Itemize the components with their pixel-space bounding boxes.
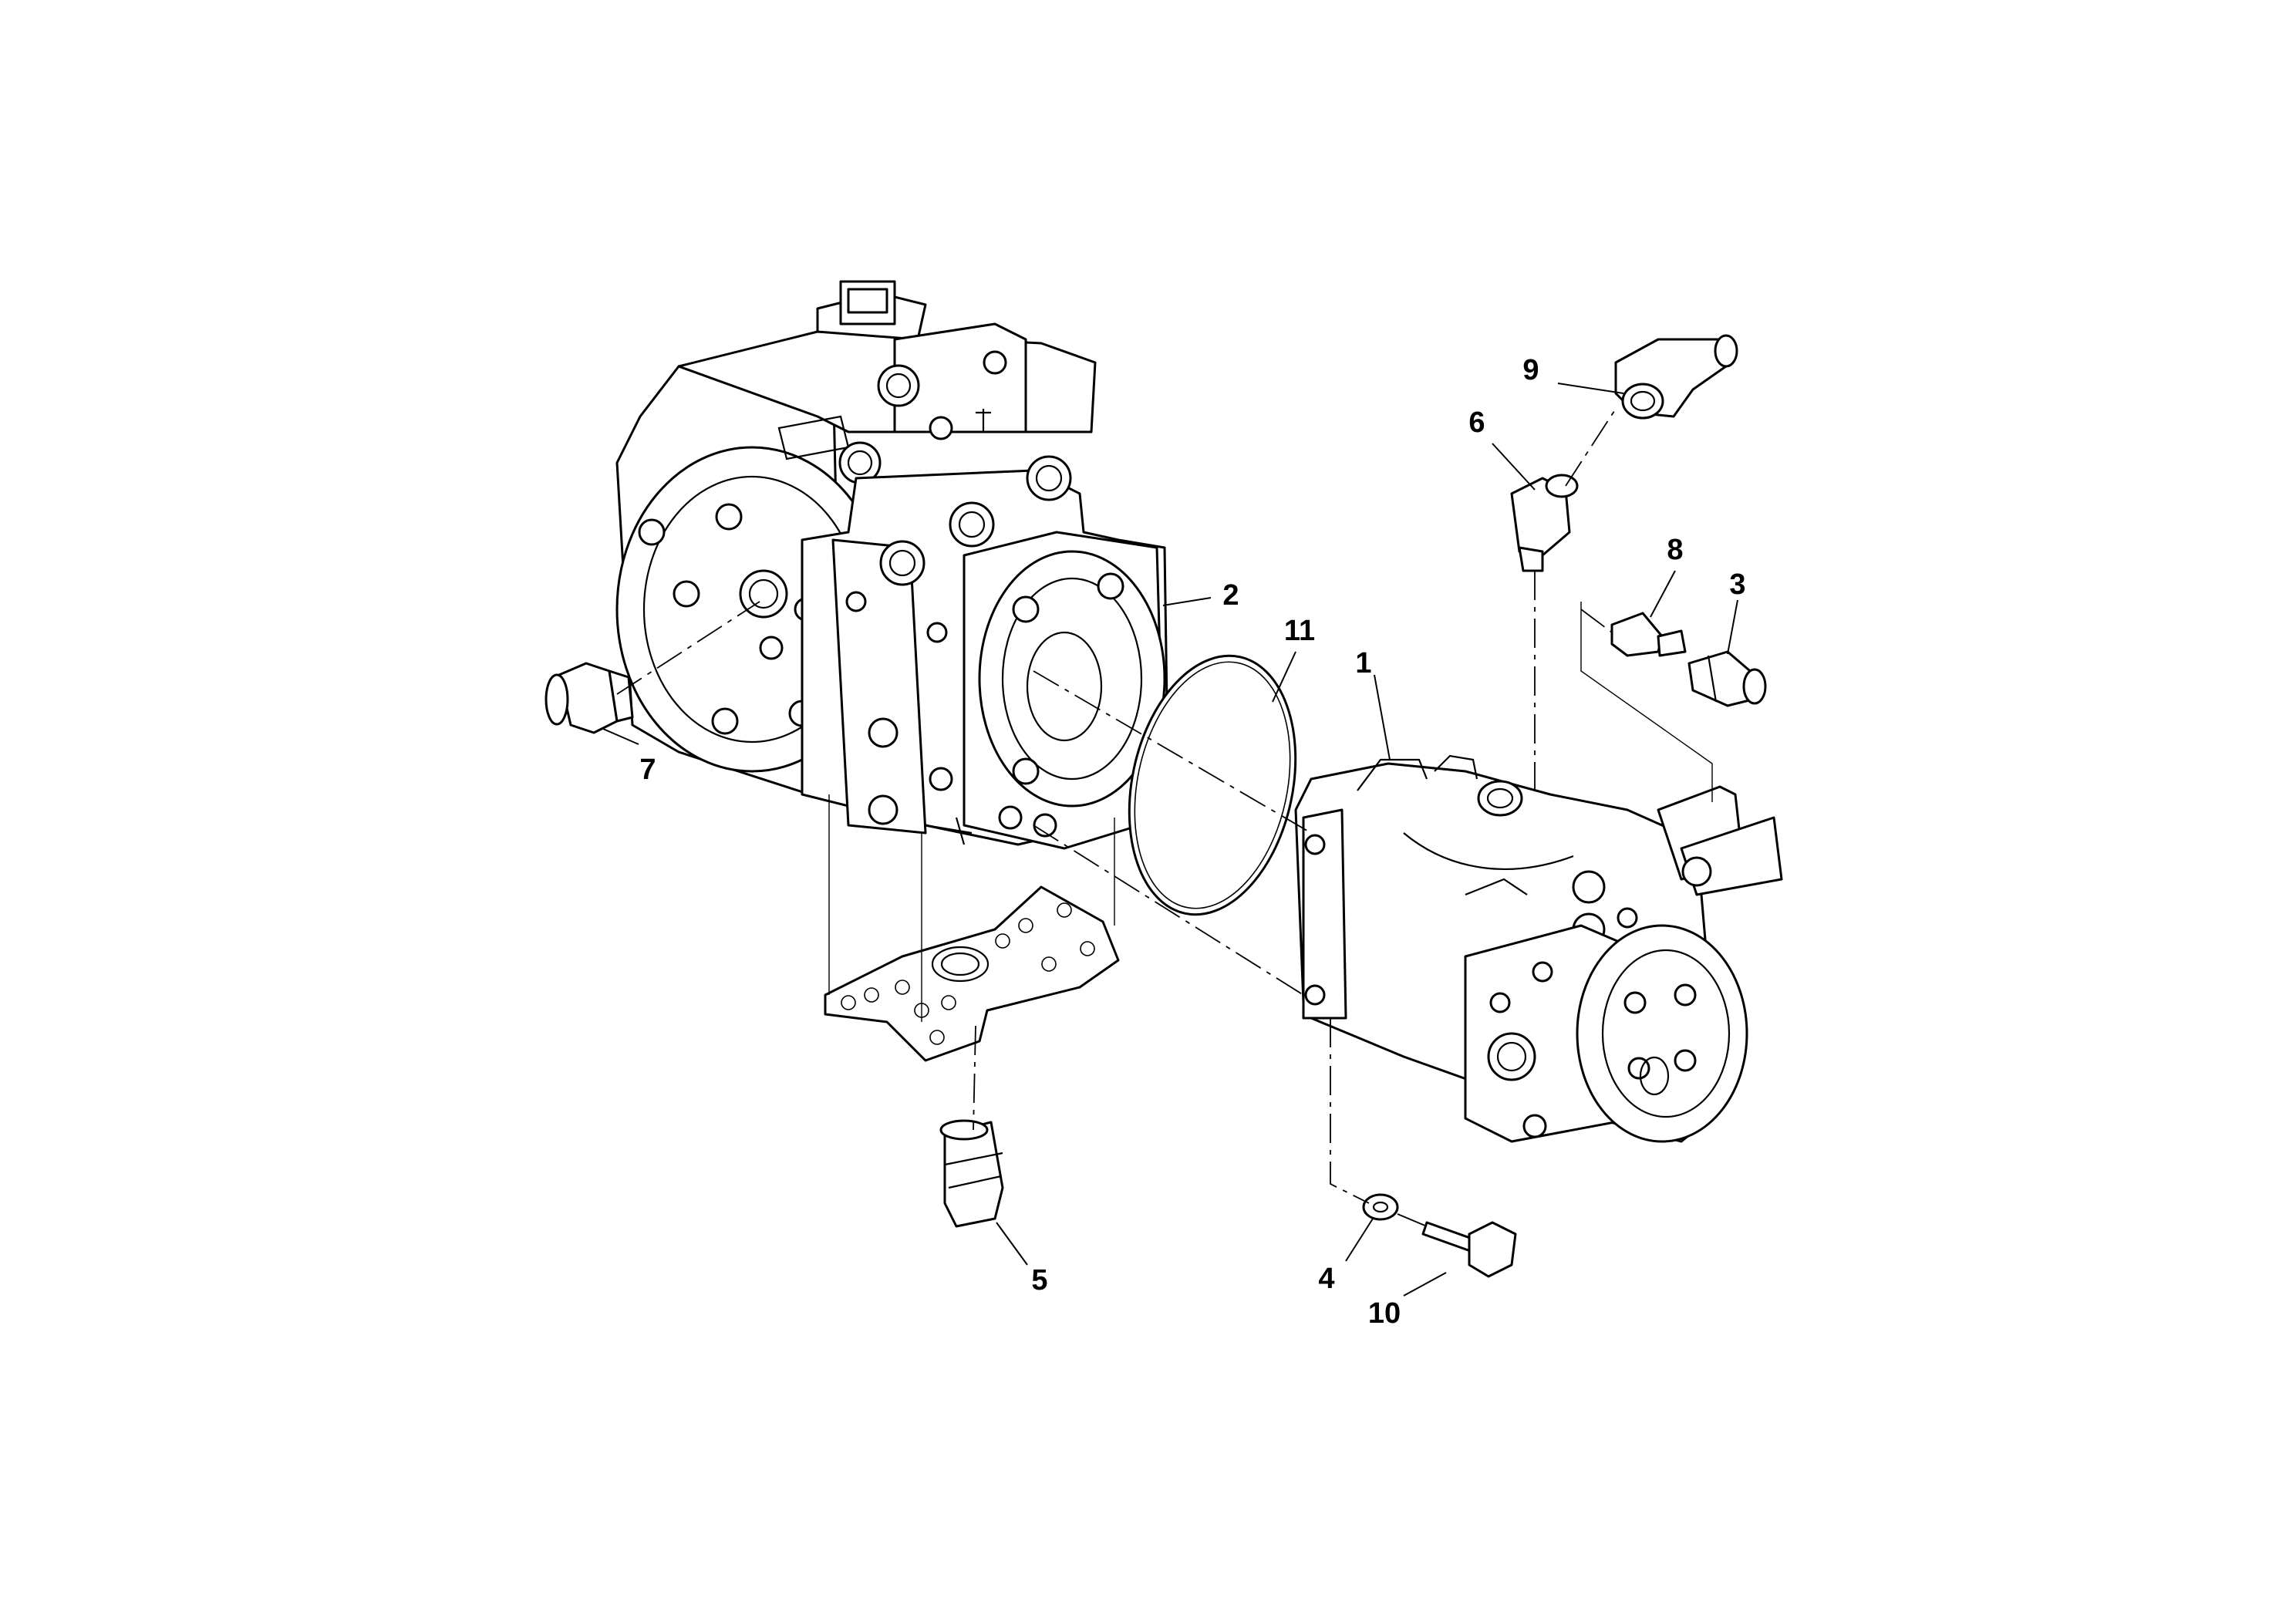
assembly-centerlines (616, 408, 1713, 1227)
callout-10: 10 (1368, 1297, 1401, 1330)
callout-1: 1 (1355, 647, 1371, 679)
callout-7: 7 (639, 754, 656, 786)
callout-6: 6 (1468, 406, 1485, 439)
sensor-3 (1687, 650, 1767, 707)
elbow-fitting-6 (1510, 474, 1579, 572)
callout-labels: 1 2 3 4 5 6 7 8 9 10 11 (639, 354, 1745, 1330)
gasket-plate (824, 885, 1120, 1062)
test-fitting-8 (1610, 612, 1687, 657)
callout-4: 4 (1318, 1263, 1334, 1295)
washer-4 (1362, 1193, 1399, 1221)
o-ring (1128, 654, 1297, 916)
callout-2: 2 (1222, 579, 1239, 612)
single-pump-assembly (1294, 754, 1783, 1143)
callout-11: 11 (1284, 615, 1315, 647)
fitting-7 (544, 662, 634, 734)
callout-3: 3 (1729, 568, 1745, 601)
leader-lines (602, 383, 1738, 1297)
bolt-10 (1421, 1221, 1517, 1278)
callout-8: 8 (1667, 534, 1683, 566)
tandem-pump-assembly (615, 280, 1170, 850)
callout-5: 5 (1031, 1264, 1047, 1297)
callout-9: 9 (1522, 354, 1539, 386)
fitting-5 (939, 1119, 1004, 1228)
elbow-fitting-9 (1614, 334, 1738, 420)
